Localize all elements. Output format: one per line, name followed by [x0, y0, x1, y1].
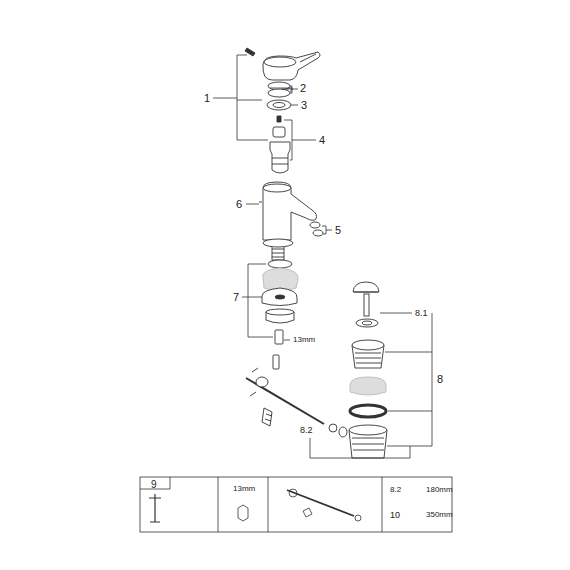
callout-number: 1	[204, 93, 210, 104]
dimension-label: 13mm	[293, 336, 315, 344]
table-cell: 8.2	[390, 486, 401, 494]
callout-number: 3	[301, 100, 307, 111]
callout-number: 8.1	[415, 309, 428, 318]
callout-number: 7	[233, 292, 239, 303]
callout-number: 6	[236, 199, 242, 210]
tap-body	[259, 182, 317, 240]
callout-number: 8	[437, 374, 443, 385]
callout-number: 8.2	[300, 426, 313, 435]
callout-number: 5	[335, 225, 341, 236]
waste-set	[349, 282, 387, 458]
table-cell: 350mm	[426, 511, 453, 519]
cartridge	[270, 127, 290, 173]
callout-number: 4	[319, 135, 325, 146]
leader-lines	[213, 55, 432, 458]
table-cell: 10	[390, 511, 400, 520]
pop-up-rod	[246, 368, 347, 437]
dimension-label: 13mm	[233, 485, 255, 493]
parts-table	[140, 477, 452, 532]
handle	[245, 48, 320, 80]
callout-number: 9	[151, 480, 157, 490]
callout-number: 2	[300, 83, 306, 94]
table-cell: 180mm	[426, 486, 453, 494]
